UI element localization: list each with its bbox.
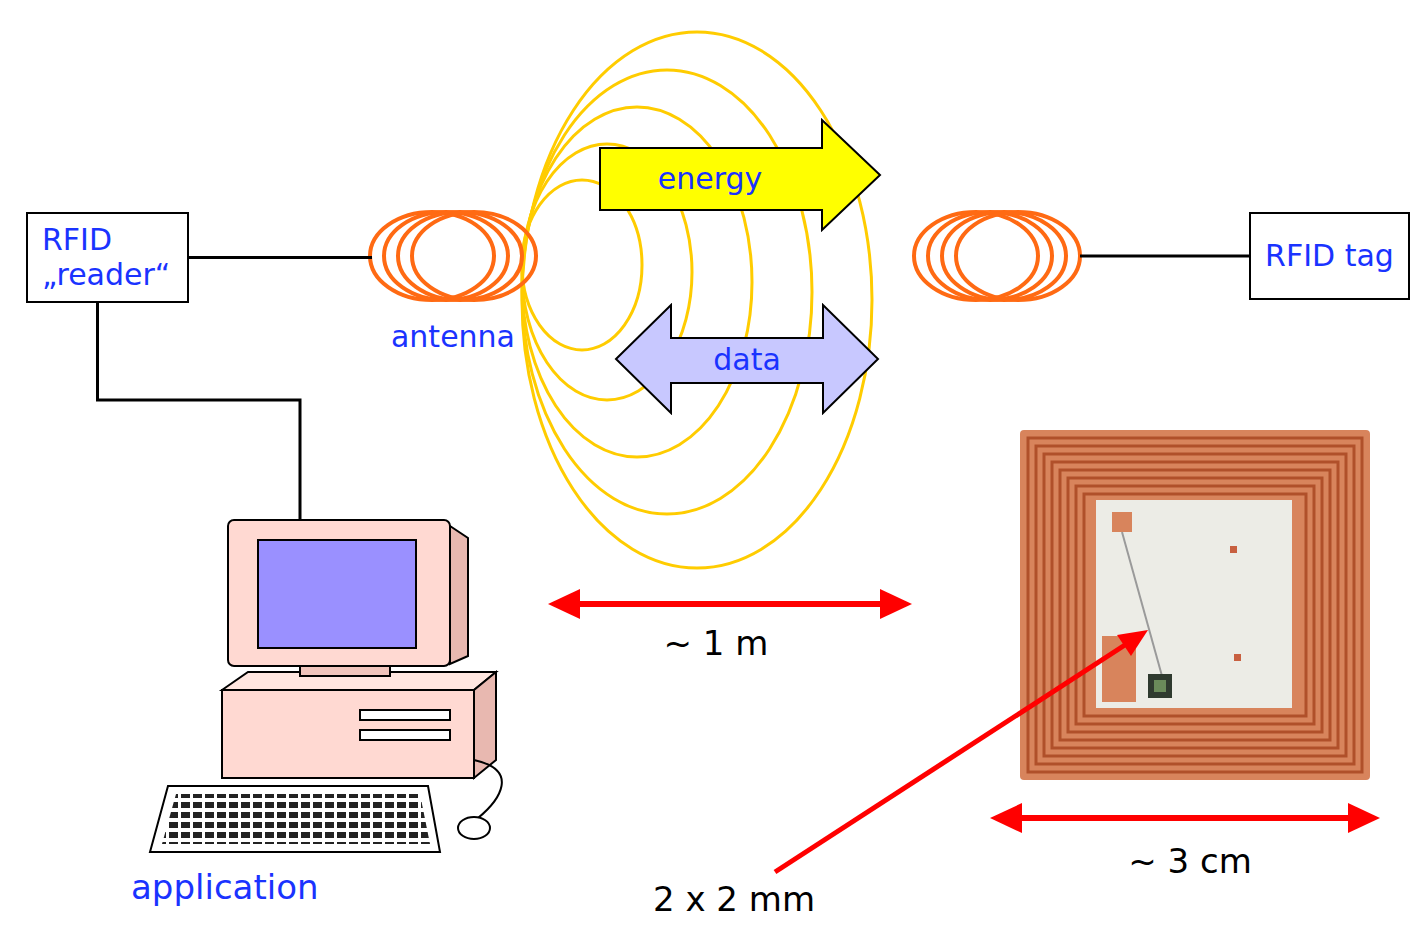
node-text: data [713, 343, 781, 378]
size-dimension [990, 803, 1380, 833]
block-arrow [616, 305, 878, 413]
field-line [522, 70, 812, 514]
coil-turn [1028, 438, 1362, 772]
computer-case-side [474, 672, 496, 778]
monitor-side [450, 526, 468, 664]
arrowhead [990, 803, 1022, 833]
dimension-label: 2 x 2 mm [650, 880, 818, 919]
tag-antenna-coil [1028, 438, 1362, 772]
leader-line [775, 643, 1128, 872]
application-label: application [128, 868, 322, 907]
dimension-line [572, 601, 888, 607]
drive-slot [360, 730, 450, 740]
mouse [458, 817, 490, 839]
coil-turn [1084, 494, 1306, 716]
antenna-label: antenna [388, 320, 518, 355]
reader-box: RFID „reader“ [26, 212, 189, 303]
keyboard [150, 786, 440, 852]
field-line [522, 32, 872, 568]
keyboard-keys [162, 794, 430, 844]
field-lines [522, 32, 872, 568]
node-text: RFID „reader“ [42, 223, 173, 292]
wire [1080, 255, 1249, 258]
coil-turn [398, 212, 522, 300]
wire [98, 303, 301, 520]
drive-slot [360, 710, 450, 720]
tag-substrate [1020, 430, 1370, 780]
coil-turn [1052, 462, 1338, 748]
distance-dimension [548, 589, 912, 619]
coil-turn [956, 212, 1080, 300]
data-arrow: data [614, 303, 880, 415]
tag-inlay [1096, 500, 1292, 708]
chip-leader [775, 630, 1148, 872]
arrowhead [1117, 630, 1148, 656]
coil-turn [1060, 470, 1330, 740]
computer-icon [150, 520, 502, 852]
coil-turn [412, 212, 536, 300]
coil-turn [942, 212, 1066, 300]
reader-coil [370, 212, 536, 300]
block-arrow [600, 120, 880, 230]
arrowhead [548, 589, 580, 619]
tag-dot [1234, 654, 1241, 661]
tag-dot [1230, 546, 1237, 553]
node-text: RFID tag [1265, 239, 1394, 274]
dimension-line [1014, 815, 1356, 821]
arrowhead [1348, 803, 1380, 833]
energy-arrow: energy [598, 118, 882, 232]
mouse-cable [474, 760, 502, 818]
monitor-screen [258, 540, 416, 648]
tag-pad [1112, 512, 1132, 532]
node-text: energy [658, 162, 763, 197]
computer-case [222, 690, 474, 778]
wire [189, 256, 372, 259]
coil-turn [1076, 486, 1314, 724]
monitor [228, 520, 450, 666]
coil-turn [1044, 454, 1346, 756]
tag-box: RFID tag [1249, 212, 1410, 300]
wires [98, 256, 1250, 520]
tag-coil [914, 212, 1080, 300]
tag-chip-die [1154, 680, 1166, 692]
coil-turn [1068, 478, 1322, 732]
coil-turn [928, 212, 1052, 300]
dimension-label: ~ 1 m [661, 624, 772, 663]
coil-turn [384, 212, 508, 300]
tag-photo [1020, 430, 1370, 780]
coil-turn [1036, 446, 1354, 764]
dimension-label: ~ 3 cm [1125, 842, 1255, 881]
arrowhead [880, 589, 912, 619]
tag-chip [1148, 674, 1172, 698]
